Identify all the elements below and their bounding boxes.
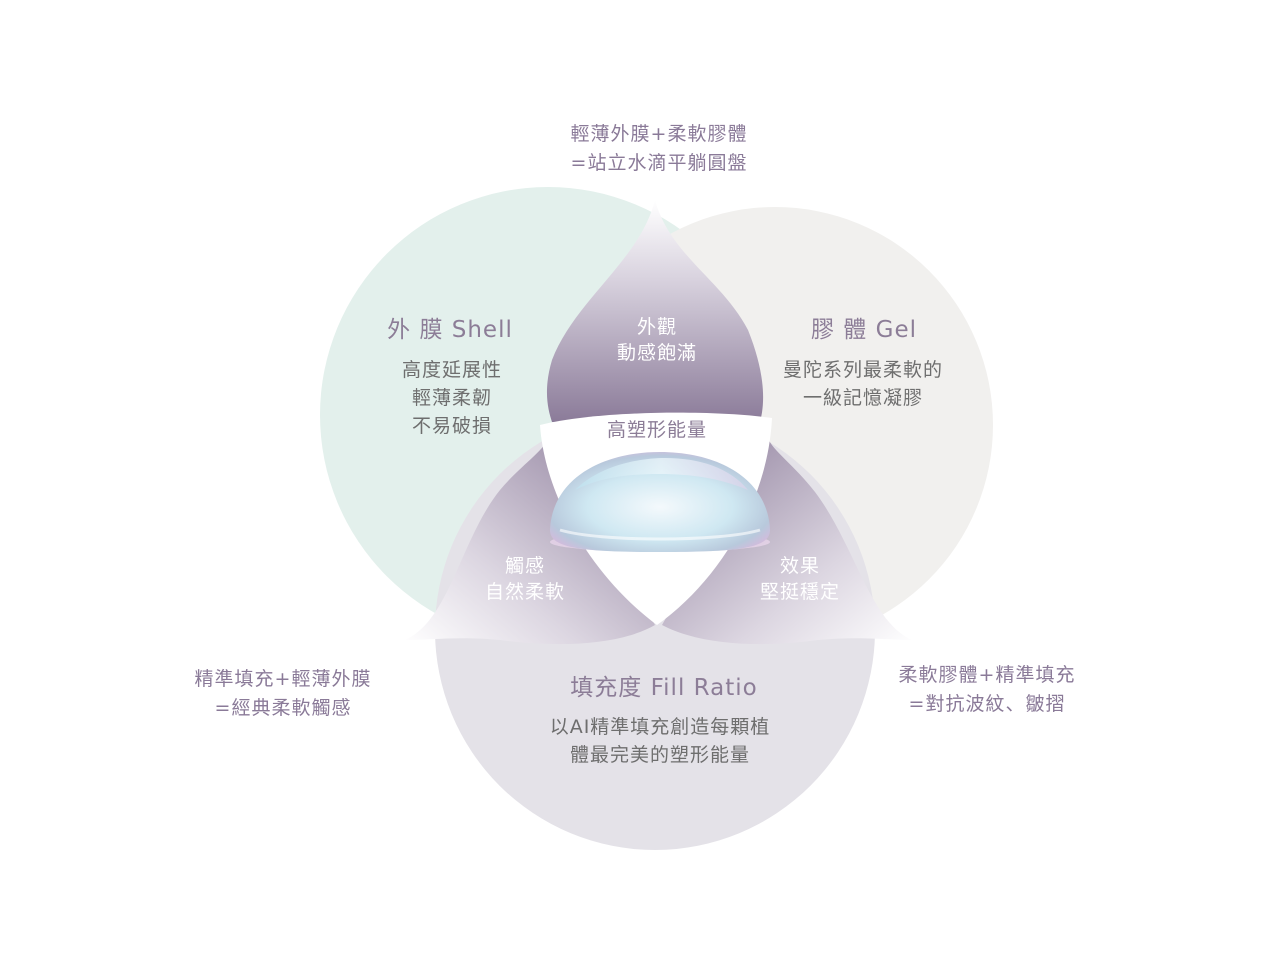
left-petal [405,438,655,645]
petal-top-label: 外觀 動感飽滿 [616,316,698,364]
fill-title: 填充度 Fill Ratio [570,675,758,701]
gel-title: 膠 體 Gel [811,317,917,343]
note-left: 精準填充+輕薄外膜 =經典柔軟觸感 [194,668,372,719]
note-right: 柔軟膠體+精準填充 =對抗波紋、皺摺 [898,664,1076,715]
petal-right-label: 效果 堅挺穩定 [759,555,841,603]
shell-desc: 高度延展性 輕薄柔韌 不易破損 [401,359,503,437]
fill-desc: 以AI精準填充創造每顆植 體最完美的塑形能量 [549,716,771,766]
note-top: 輕薄外膜+柔軟膠體 =站立水滴平躺圓盤 [570,123,748,174]
top-petal [546,200,764,422]
right-petal [662,438,912,645]
shell-title: 外 膜 Shell [387,317,513,343]
breast-implant-image [550,452,770,552]
gel-desc: 曼陀系列最柔軟的 一級記憶凝膠 [782,359,944,409]
center-label: 高塑形能量 [606,419,708,441]
petal-left-label: 觸感 自然柔軟 [484,555,566,603]
